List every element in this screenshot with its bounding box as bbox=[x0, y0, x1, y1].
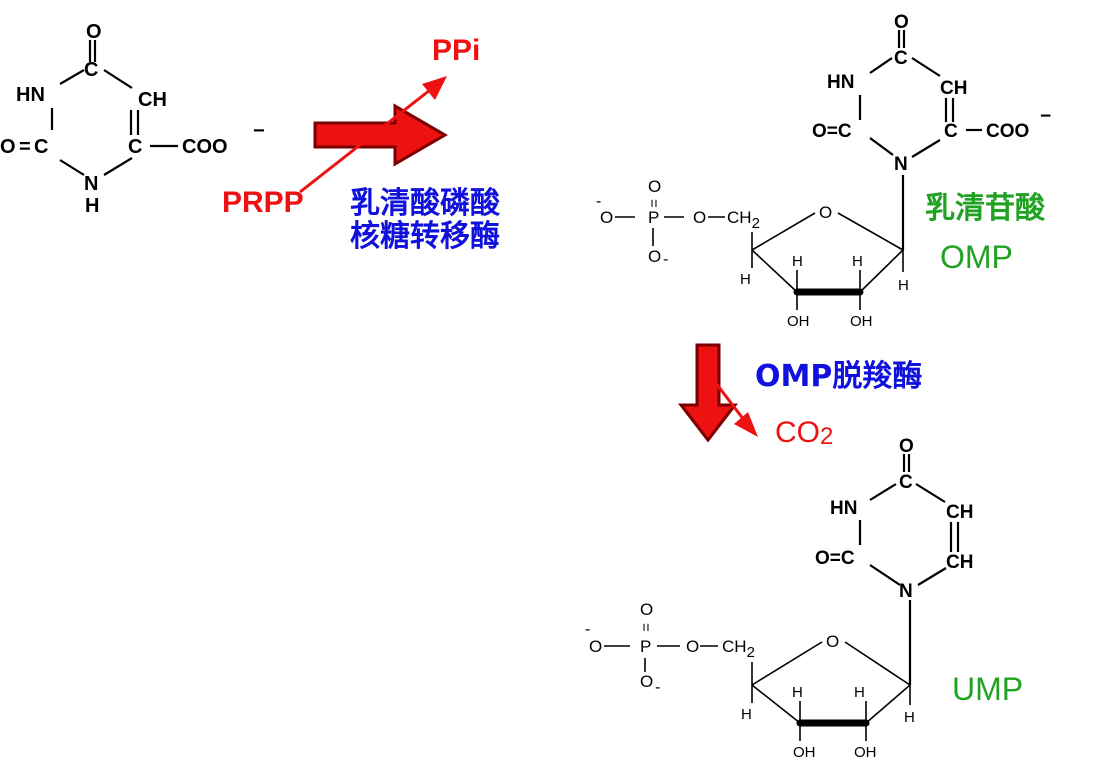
omp-h2: H bbox=[792, 253, 803, 270]
omp-phos-eq: = bbox=[645, 199, 662, 208]
ump-phos-o-top: O bbox=[640, 600, 653, 619]
omp-phos-o-ester: O bbox=[693, 208, 706, 227]
omp-o-left: O=C bbox=[812, 121, 852, 142]
omp-oh1: OH bbox=[787, 313, 810, 330]
omp-phos-o-left: O bbox=[600, 208, 613, 227]
ump-hn: HN bbox=[830, 498, 857, 519]
ump-phos-eq: = bbox=[637, 623, 654, 632]
ump-h4: H bbox=[904, 709, 915, 726]
ump-ring-o: O bbox=[826, 632, 839, 651]
omp-ch: CH bbox=[940, 78, 967, 99]
ump-c-top: C bbox=[899, 472, 913, 493]
reaction1-arrow bbox=[299, 76, 448, 194]
orotate-h-bottom: H bbox=[85, 195, 99, 217]
omp-c-top: C bbox=[894, 48, 908, 69]
orotate-structure: O C HN CH O = C C COO − N H bbox=[0, 21, 265, 217]
omp-hn: HN bbox=[827, 72, 854, 93]
omp-phos-p: P bbox=[648, 208, 659, 227]
omp-phos-o-bottom: O bbox=[648, 247, 661, 266]
enzyme1-line2: 核糖转移酶 bbox=[350, 219, 500, 254]
omp-h4: H bbox=[898, 277, 909, 294]
enzyme1-line1: 乳清酸磷酸 bbox=[350, 186, 501, 221]
omp-o-top: O bbox=[894, 12, 909, 33]
orotate-ch: CH bbox=[138, 89, 167, 111]
side-arrow-line bbox=[299, 88, 431, 194]
orotate-hn: HN bbox=[16, 84, 45, 106]
co2-label: CO2 bbox=[775, 416, 833, 450]
ppi-label: PPi bbox=[432, 34, 480, 67]
omp-phos-o-top: O bbox=[648, 177, 661, 196]
prpp-label: PRPP bbox=[222, 186, 304, 219]
side-arrow-head bbox=[422, 76, 447, 100]
ump-phos-o-left: O bbox=[589, 637, 602, 656]
orotate-eq: = bbox=[19, 136, 31, 158]
ump-h3: H bbox=[854, 684, 865, 701]
ump-phos-o-bottom: O bbox=[640, 672, 653, 691]
omp-h1: H bbox=[740, 271, 751, 288]
ump-o-top: O bbox=[899, 436, 914, 457]
ump-oh1: OH bbox=[793, 744, 816, 761]
omp-coo: COO bbox=[986, 121, 1029, 142]
orotate-c-right: C bbox=[128, 136, 142, 158]
ump-h1: H bbox=[741, 706, 752, 723]
ump-ch2: CH2 bbox=[722, 637, 755, 661]
main-arrow-down bbox=[677, 343, 739, 443]
omp-minus1: - bbox=[596, 193, 601, 210]
ump-n: N bbox=[899, 581, 913, 602]
omp-minus2: - bbox=[663, 251, 668, 268]
ump-minus1: - bbox=[585, 621, 590, 638]
orotate-charge: − bbox=[253, 120, 265, 142]
enzyme2-label: OMP脱羧酶 bbox=[755, 359, 922, 394]
omp-name-cn: 乳清苷酸 bbox=[925, 191, 1046, 226]
co2-arrow-line bbox=[710, 377, 746, 421]
ump-structure: O C HN CH O=C CH N - O O = P O - O CH2 O… bbox=[585, 436, 973, 761]
orotate-coo: COO bbox=[182, 136, 228, 158]
omp-ch2: CH2 bbox=[727, 208, 760, 232]
orotate-o-left: O bbox=[0, 136, 16, 158]
ump-abbr: UMP bbox=[952, 671, 1023, 707]
omp-oh2: OH bbox=[850, 313, 873, 330]
orotate-c-left: C bbox=[34, 136, 48, 158]
reaction2-arrow bbox=[677, 343, 758, 443]
omp-ring-o: O bbox=[819, 203, 832, 222]
ump-phos-o-ester: O bbox=[686, 637, 699, 656]
orotate-o-top: O bbox=[86, 21, 102, 43]
co2-arrow-head bbox=[734, 412, 758, 437]
ump-ch2r: CH bbox=[946, 552, 973, 573]
ump-ch1: CH bbox=[946, 502, 973, 523]
ump-phos-p: P bbox=[640, 637, 651, 656]
orotate-n-bottom: N bbox=[84, 173, 98, 195]
main-arrow-right bbox=[313, 103, 448, 167]
omp-structure: O C HN CH O=C C COO − N - O O = P O - O … bbox=[596, 12, 1051, 330]
orotate-c-top: C bbox=[84, 59, 98, 81]
omp-c-right: C bbox=[944, 121, 958, 142]
omp-abbr: OMP bbox=[940, 239, 1013, 275]
ump-minus2: - bbox=[655, 679, 660, 696]
ump-oh2: OH bbox=[854, 744, 877, 761]
omp-charge: − bbox=[1040, 106, 1051, 127]
omp-n: N bbox=[894, 154, 908, 175]
ump-o-left: O=C bbox=[815, 548, 855, 569]
omp-h3: H bbox=[852, 253, 863, 270]
ump-h2: H bbox=[792, 684, 803, 701]
